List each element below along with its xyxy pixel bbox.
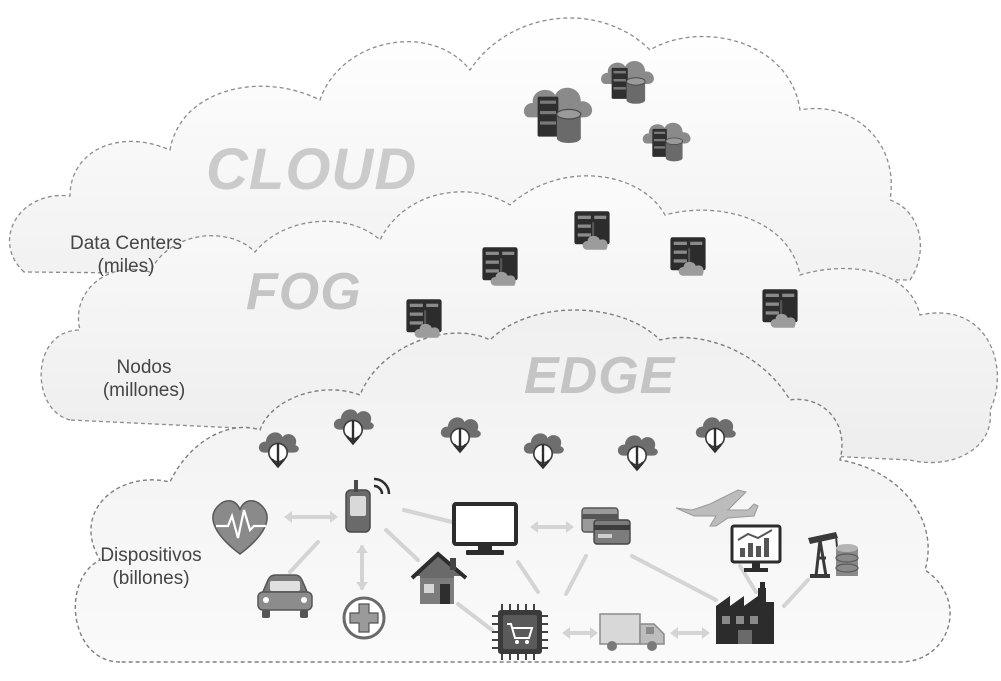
fog-layer-title: FOG — [246, 263, 362, 321]
credit-card-icon — [581, 507, 631, 545]
analytics-display-icon — [730, 524, 782, 572]
factory-icon — [716, 582, 774, 644]
airplane-icon — [675, 489, 759, 527]
oil-pump-icon — [808, 532, 859, 578]
server-node-icon — [670, 237, 706, 276]
arrow-heads — [284, 511, 710, 639]
fog-layer-label: Nodos (millones) — [84, 356, 204, 402]
edge-label-line1: Dispositivos — [100, 545, 202, 566]
heart-monitor-icon — [212, 500, 268, 555]
server-node-icon — [406, 299, 442, 338]
cloud-label-line2: (miles) — [97, 256, 155, 277]
edge-layer-title: EDGE — [524, 347, 676, 405]
chip-cart-icon — [492, 604, 548, 660]
server-node-icon — [482, 247, 518, 286]
cloud-label-line1: Data Centers — [70, 233, 182, 254]
server-node-icon — [574, 211, 610, 250]
cloud-layer-label: Data Centers (miles) — [56, 232, 196, 278]
car-icon — [257, 574, 313, 618]
house-icon — [410, 551, 468, 604]
truck-icon — [599, 613, 665, 651]
fog-label-line2: (millones) — [102, 380, 186, 401]
server-node-icon — [762, 289, 798, 328]
fog-label-line1: Nodos — [116, 357, 172, 378]
cloud-layer-title: CLOUD — [206, 137, 418, 202]
computer-monitor-icon — [452, 502, 518, 555]
edge-label-line2: (billones) — [112, 568, 190, 589]
medical-cross-icon — [342, 596, 386, 640]
edge-layer-shape — [74, 309, 951, 663]
device-connection-arrows — [286, 508, 810, 635]
edge-layer-label: Dispositivos (billones) — [92, 544, 210, 590]
mobile-phone-icon — [345, 477, 391, 533]
